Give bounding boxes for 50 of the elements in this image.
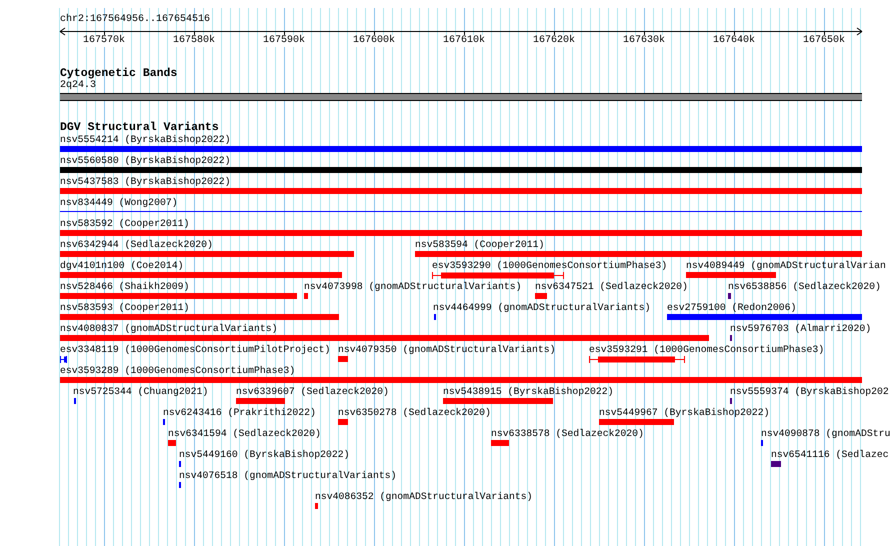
tick-label: 167620k <box>533 35 575 47</box>
variant-label: nsv6541116 (Sedlazec <box>771 449 889 461</box>
variant-label: esv3593289 (1000GenomesConsortiumPhase3) <box>60 365 296 377</box>
variant-label: esv3593290 (1000GenomesConsortiumPhase3) <box>432 260 668 272</box>
band-label: 2q24.3 <box>60 80 96 92</box>
variant-label: dgv4101n100 (Coe2014) <box>60 260 184 272</box>
tick-label: 167570k <box>83 35 125 47</box>
variant-label: nsv4090878 (gnomADStru <box>761 428 890 440</box>
variant-label: nsv5438915 (ByrskaBishop2022) <box>443 386 614 398</box>
variant-label: nsv6341594 (Sedlazeck2020) <box>168 428 321 440</box>
variant-label: nsv6350278 (Sedlazeck2020) <box>338 407 491 419</box>
variant-label: esv2759100 (Redon2006) <box>667 302 796 314</box>
variant-label: nsv6338578 (Sedlazeck2020) <box>491 428 644 440</box>
variant-label: nsv5976703 (Almarri2020) <box>730 323 872 335</box>
variant-label: nsv6342944 (Sedlazeck2020) <box>60 239 213 251</box>
tick-label: 167590k <box>263 35 305 47</box>
variant-label: nsv5449967 (ByrskaBishop2022) <box>599 407 770 419</box>
tick-label: 167580k <box>173 35 215 47</box>
variant-label: nsv528466 (Shaikh2009) <box>60 281 190 293</box>
variant-label: nsv5554214 (ByrskaBishop2022) <box>60 134 230 146</box>
variant-label: nsv834449 (Wong2007) <box>60 197 178 209</box>
tick-label: 167640k <box>713 35 755 47</box>
variant-label: nsv4080837 (gnomADStructuralVariants) <box>60 323 278 335</box>
variant-label: nsv4464999 (gnomADStructuralVariants) <box>433 302 651 314</box>
variant-label: esv3348119 (1000GenomesConsortiumPilotProject) <box>60 344 330 356</box>
variant-label: nsv4073998 (gnomADStructuralVariants) <box>304 281 522 293</box>
variant-label: nsv4079350 (gnomADStructuralVariants) <box>338 344 556 356</box>
variant-label: nsv583594 (Cooper2011) <box>415 239 544 251</box>
tick-label: 167610k <box>443 35 485 47</box>
track-heading: Cytogenetic Bands <box>60 67 178 80</box>
variant-label: nsv6243416 (Prakrithi2022) <box>163 407 316 419</box>
variant-label: nsv5559374 (ByrskaBishop202 <box>730 386 889 398</box>
variant-label: nsv5560580 (ByrskaBishop2022) <box>60 155 230 167</box>
tick-label: 167630k <box>623 35 665 47</box>
tick-label: 167650k <box>803 35 845 47</box>
variant-label: nsv4089449 (gnomADStructuralVarian <box>686 260 886 272</box>
variant-label: nsv6347521 (Sedlazeck2020) <box>535 281 688 293</box>
variant-label: nsv583592 (Cooper2011) <box>60 218 190 230</box>
chromosome-location: chr2:167564956..167654516 <box>60 14 210 26</box>
variant-label: esv3593291 (1000GenomesConsortiumPhase3) <box>589 344 824 356</box>
variant-label: nsv5725344 (Chuang2021) <box>73 386 208 398</box>
variant-label: nsv6339607 (Sedlazeck2020) <box>236 386 389 398</box>
track-heading: DGV Structural Variants <box>60 121 219 134</box>
tick-label: 167600k <box>353 35 395 47</box>
variant-label: nsv583593 (Cooper2011) <box>60 302 190 314</box>
variant-label: nsv4086352 (gnomADStructuralVariants) <box>315 491 533 503</box>
variant-label: nsv5449160 (ByrskaBishop2022) <box>179 449 350 461</box>
variant-label: nsv4076518 (gnomADStructuralVariants) <box>179 470 397 482</box>
variant-label: nsv6538856 (Sedlazeck2020) <box>728 281 881 293</box>
variant-label: nsv5437583 (ByrskaBishop2022) <box>60 176 230 188</box>
